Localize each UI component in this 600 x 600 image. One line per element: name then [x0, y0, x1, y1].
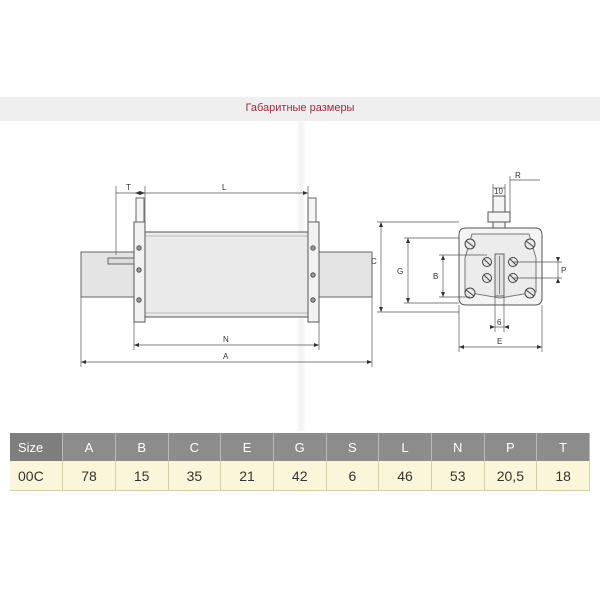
table-header-row: Size A B C E G S L N P T	[10, 433, 590, 461]
dim-label-10: 10	[494, 187, 503, 196]
dim-label-G: G	[397, 267, 403, 276]
end-screws	[464, 238, 536, 299]
fuse-side-view	[80, 197, 373, 323]
right-grip-lug	[307, 197, 317, 223]
cell-e: 21	[220, 461, 274, 491]
dim-label-6: 6	[497, 318, 502, 327]
dim-label-R: R	[515, 171, 521, 180]
end-dimension-lines	[377, 176, 562, 352]
col-header-g: G	[273, 433, 327, 461]
cell-s: 6	[326, 461, 380, 491]
dimensions-table: Size A B C E G S L N P T 00C 78 15 35 21…	[10, 433, 590, 491]
col-header-p: P	[484, 433, 538, 461]
dim-label-B: B	[433, 272, 438, 281]
col-header-n: N	[431, 433, 485, 461]
col-header-size: Size	[10, 433, 64, 461]
col-header-l: L	[378, 433, 432, 461]
cell-t: 18	[536, 461, 590, 491]
dim-label-N: N	[223, 335, 229, 344]
col-header-s: S	[326, 433, 380, 461]
cell-g: 42	[273, 461, 327, 491]
fuse-end-view	[458, 195, 543, 306]
left-grip-lug	[135, 197, 145, 223]
col-header-t: T	[536, 433, 590, 461]
col-header-b: B	[115, 433, 169, 461]
dim-label-C: C	[371, 257, 377, 266]
dimension-drawing: T L N A	[80, 171, 566, 367]
dim-label-T: T	[126, 183, 131, 192]
cell-b: 15	[115, 461, 169, 491]
side-dimension-lines	[80, 186, 373, 367]
col-header-c: C	[168, 433, 222, 461]
col-header-e: E	[220, 433, 274, 461]
striker-pin	[107, 257, 135, 265]
cell-n: 53	[431, 461, 485, 491]
cell-c: 35	[168, 461, 222, 491]
end-arrowheads	[379, 222, 560, 349]
dim-label-P: P	[561, 266, 566, 275]
dim-label-A: A	[223, 352, 229, 361]
cell-l: 46	[378, 461, 432, 491]
dim-label-L: L	[222, 183, 227, 192]
side-arrowheads	[81, 191, 372, 364]
dim-label-E: E	[497, 337, 502, 346]
table-row: 00C 78 15 35 21 42 6 46 53 20,5 18	[10, 461, 590, 491]
col-header-a: A	[62, 433, 116, 461]
cell-a: 78	[62, 461, 116, 491]
cell-p: 20,5	[484, 461, 538, 491]
fuse-body	[144, 231, 309, 318]
title-band	[0, 97, 600, 121]
cell-size: 00C	[10, 461, 64, 491]
page-title: Габаритные размеры	[245, 102, 355, 114]
right-end-cap	[307, 221, 320, 323]
